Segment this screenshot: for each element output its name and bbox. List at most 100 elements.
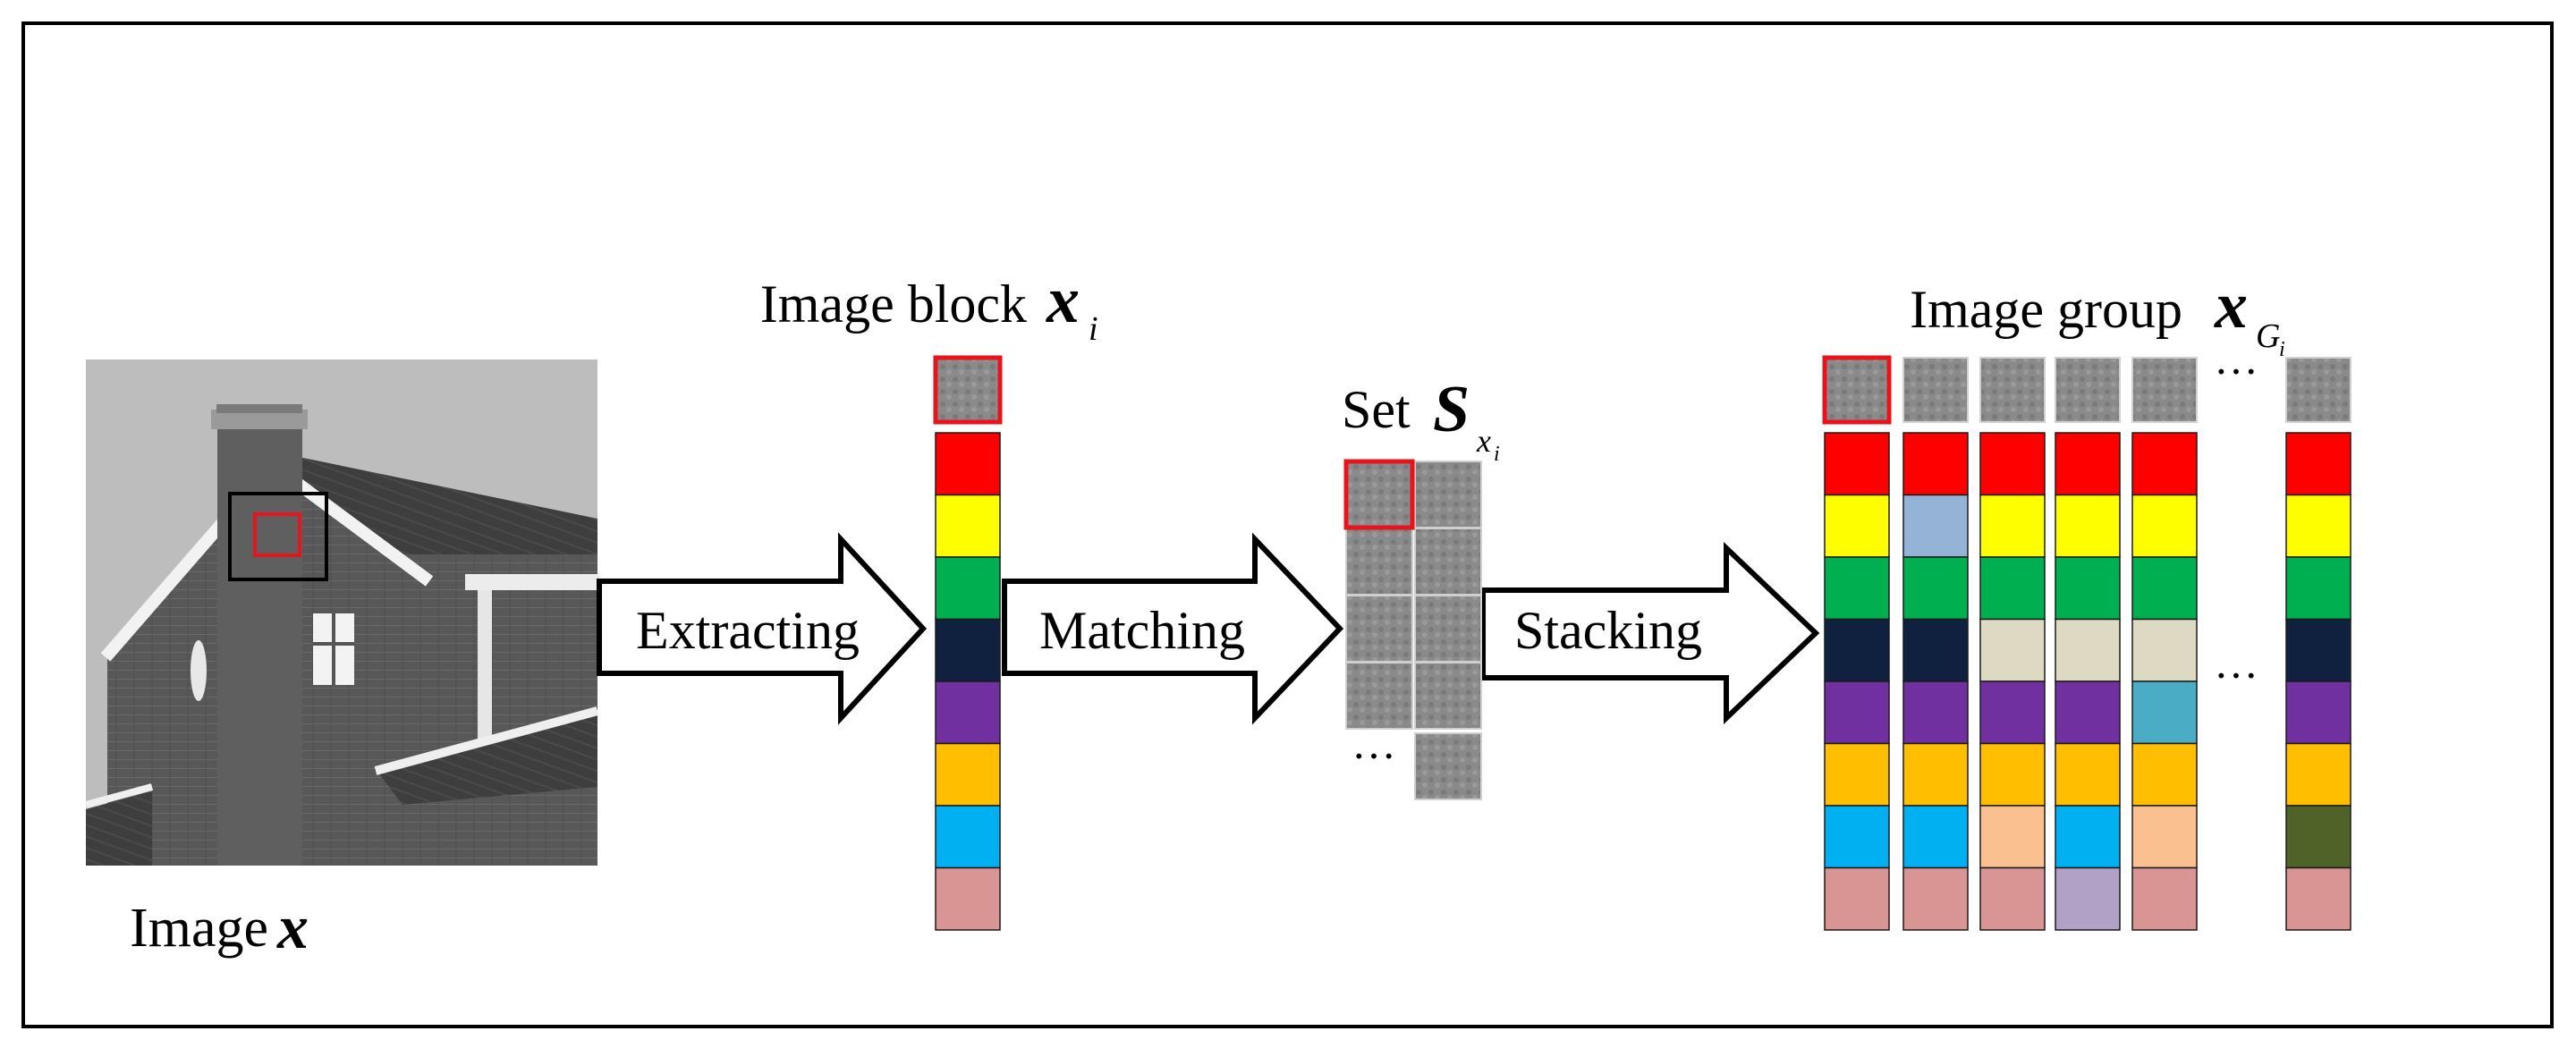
group-col-1-cell-green	[1902, 556, 1969, 621]
group-col-5-cell-purple	[2285, 680, 2351, 745]
arrow-matching: Matching	[1002, 532, 1344, 725]
block-cell-red	[935, 432, 1001, 496]
group-patch	[1902, 357, 1969, 423]
group-patch	[2285, 357, 2351, 423]
set-patch	[1414, 662, 1482, 730]
arrow-stacking-label: Stacking	[1514, 601, 1702, 660]
block-cell-yellow	[935, 494, 1001, 558]
group-col-4-cell-orange	[2131, 742, 2198, 807]
reference-block-box	[253, 512, 301, 557]
chimney	[217, 425, 302, 866]
group-col-3-cell-purple	[2055, 680, 2121, 745]
group-sub: G	[2256, 317, 2280, 355]
arrow-matching-label: Matching	[1039, 601, 1245, 660]
set-patch	[1414, 461, 1482, 528]
group-col-3-cell-lavender	[2055, 866, 2121, 931]
set-patch	[1345, 662, 1413, 730]
group-col-5-cell-navy	[2285, 618, 2351, 682]
block-cell-navy	[935, 618, 1001, 682]
group-col-2-cell-beige	[1979, 618, 2046, 682]
set-sub: x	[1476, 423, 1491, 459]
group-col-5-cell-green	[2285, 556, 2351, 621]
group-col-5-cell-yellow	[2285, 494, 2351, 558]
group-patch-row	[1822, 355, 2351, 425]
group-col-4-cell-green	[2131, 556, 2198, 621]
arrow-extracting-label: Extracting	[636, 601, 860, 660]
image-var: x	[276, 893, 309, 962]
group-col-2-cell-green	[1979, 556, 2046, 621]
matched-patch-set: ···	[1343, 459, 1482, 800]
set-patch	[1414, 732, 1482, 800]
image-label: Image	[130, 898, 268, 959]
group-col-0-cell-rose	[1824, 866, 1890, 931]
group-col-1-cell-orange	[1902, 742, 1969, 807]
group-mid-ellipsis: ···	[2214, 650, 2258, 700]
group-col-3-cell-green	[2055, 556, 2121, 621]
set-patch	[1345, 595, 1413, 663]
set-ellipsis: ···	[1352, 731, 1396, 781]
group-col-0-cell-green	[1824, 556, 1890, 621]
group-col-3-cell-beige	[2055, 618, 2121, 682]
group-col-4-cell-yellow	[2131, 494, 2198, 558]
arrow-extracting: Extracting	[597, 532, 928, 725]
group-col-2-cell-peach	[1979, 805, 2046, 869]
group-col-4-cell-teal	[2131, 680, 2198, 745]
group-col-1-cell-rose	[1902, 866, 1969, 931]
arrow-stacking: Stacking	[1480, 542, 1820, 724]
group-col-1-cell-lightblue	[1902, 494, 1969, 558]
block-cell-purple	[935, 680, 1001, 745]
group-vector-columns	[1824, 432, 2351, 931]
group-col-3-cell-skyblue	[2055, 805, 2121, 869]
group-col-2-cell-rose	[1979, 866, 2046, 931]
set-label: Set	[1342, 380, 1411, 439]
house-image	[84, 359, 599, 866]
group-subsub: i	[2279, 338, 2285, 361]
group-col-0-cell-yellow	[1824, 494, 1890, 558]
group-col-5-cell-orange	[2285, 742, 2351, 807]
group-col-0-cell-purple	[1824, 680, 1890, 745]
set-patch	[1414, 528, 1482, 596]
set-patch	[1414, 595, 1482, 663]
set-subsub: i	[1494, 443, 1500, 466]
group-col-4-cell-rose	[2131, 866, 2198, 931]
block-sub: i	[1089, 310, 1098, 348]
block-var: x	[1046, 264, 1080, 337]
group-col-0-cell-orange	[1824, 742, 1890, 807]
group-col-1-cell-purple	[1902, 680, 1969, 745]
group-col-0-cell-navy	[1824, 618, 1890, 682]
group-col-0-cell-skyblue	[1824, 805, 1890, 869]
downspout	[478, 577, 492, 756]
group-col-2-cell-orange	[1979, 742, 2046, 807]
group-col-3-cell-orange	[2055, 742, 2121, 807]
block-patch	[933, 355, 1003, 425]
set-patch	[1345, 528, 1413, 596]
group-col-2-cell-red	[1979, 432, 2046, 496]
group-col-4-cell-beige	[2131, 618, 2198, 682]
block-vector-stack	[935, 432, 1001, 931]
block-cell-orange	[935, 742, 1001, 807]
group-col-2-cell-yellow	[1979, 494, 2046, 558]
group-label: Image group	[1910, 280, 2182, 339]
group-col-5-cell-rose	[2285, 866, 2351, 931]
search-window-box	[228, 492, 328, 581]
block-cell-rose	[935, 866, 1001, 931]
group-col-4-cell-peach	[2131, 805, 2198, 869]
group-top-ellipsis: ···	[2214, 346, 2258, 396]
group-col-2-cell-purple	[1979, 680, 2046, 745]
group-var: x	[2214, 269, 2248, 342]
group-col-1-cell-navy	[1902, 618, 1969, 682]
group-col-5-cell-olive	[2285, 805, 2351, 869]
group-patch	[2131, 357, 2198, 423]
group-col-0-cell-red	[1824, 432, 1890, 496]
block-cell-skyblue	[935, 805, 1001, 869]
group-col-5-cell-red	[2285, 432, 2351, 496]
group-col-1-cell-skyblue	[1902, 805, 1969, 869]
group-col-3-cell-yellow	[2055, 494, 2121, 558]
group-col-3-cell-red	[2055, 432, 2121, 496]
group-patch	[1979, 357, 2046, 423]
oval-window	[191, 640, 207, 701]
block-label: Image block	[760, 275, 1027, 334]
group-col-1-cell-red	[1902, 432, 1969, 496]
group-col-4-cell-red	[2131, 432, 2198, 496]
